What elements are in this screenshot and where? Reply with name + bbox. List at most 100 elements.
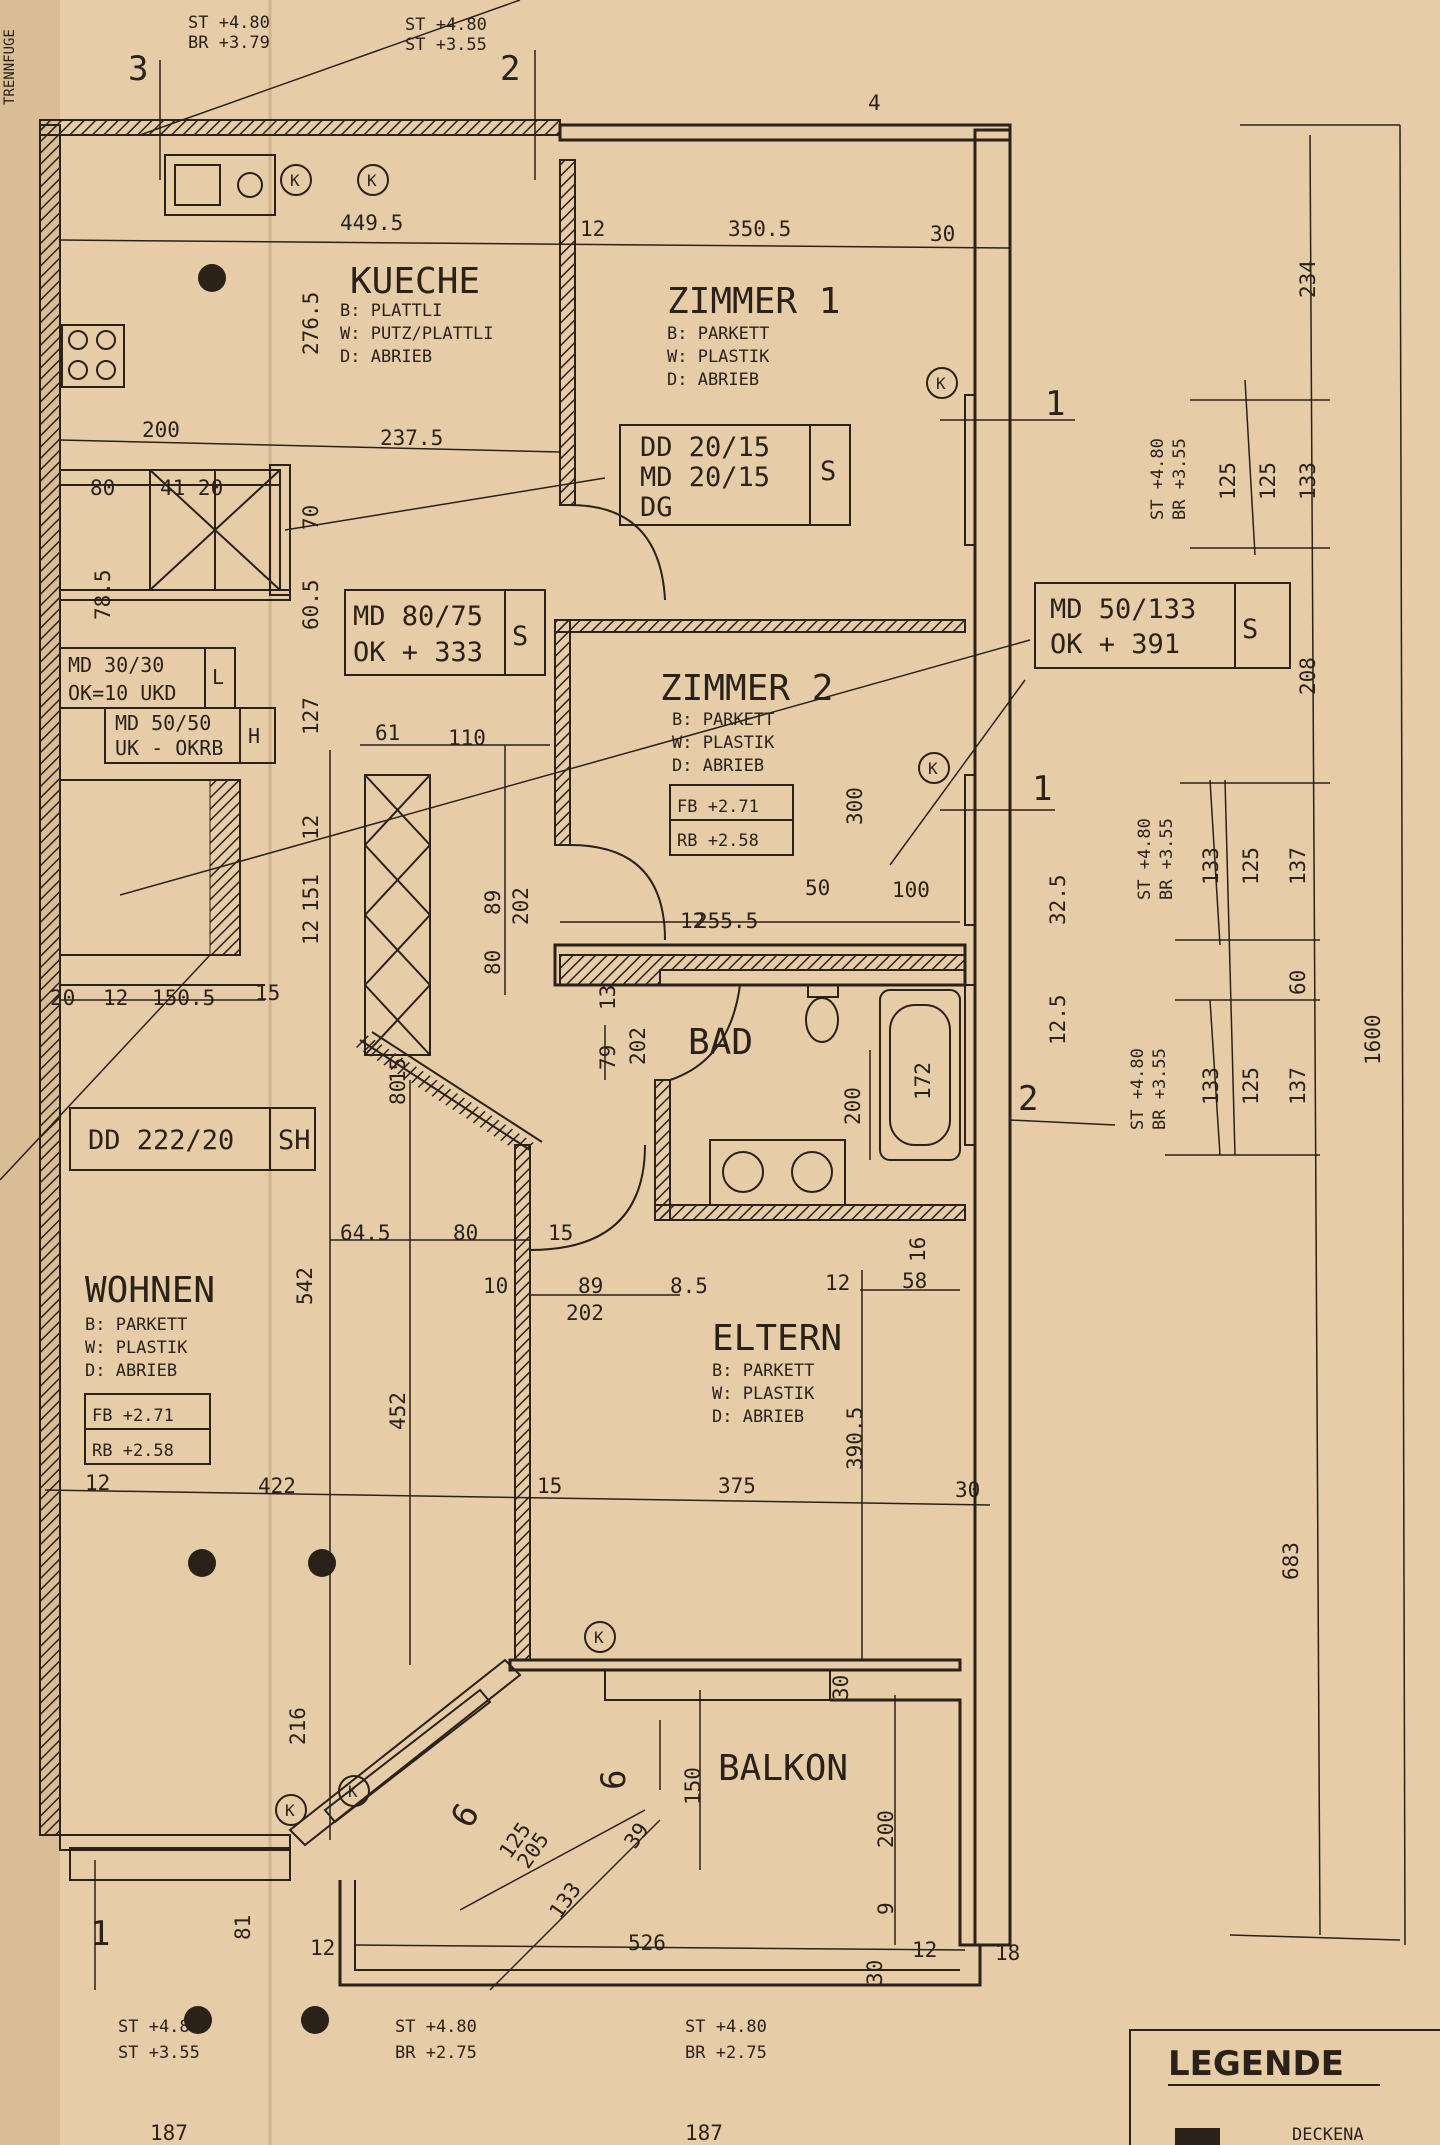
svg-text:125: 125 — [1216, 462, 1240, 500]
svg-text:70: 70 — [299, 505, 323, 530]
svg-text:125: 125 — [1256, 462, 1280, 500]
room-name: BAD — [688, 1022, 753, 1063]
svg-text:12: 12 — [103, 986, 128, 1010]
svg-text:K: K — [928, 759, 938, 778]
svg-text:81: 81 — [231, 1915, 255, 1940]
svg-text:TRENNFUGE: TRENNFUGE — [2, 29, 18, 105]
ceiling-light-icon — [188, 1549, 216, 1577]
svg-text:1: 1 — [1045, 384, 1065, 424]
svg-text:B: PARKETT: B: PARKETT — [672, 710, 774, 730]
svg-text:RB +2.58: RB +2.58 — [677, 831, 759, 851]
ceiling-light-icon — [198, 264, 226, 292]
svg-text:200: 200 — [142, 418, 180, 442]
svg-text:RB +2.58: RB +2.58 — [92, 1441, 174, 1461]
room-name: ELTERN — [712, 1318, 842, 1359]
svg-text:W: PLASTIK: W: PLASTIK — [672, 733, 775, 753]
svg-text:172: 172 — [911, 1062, 935, 1100]
svg-text:ST +4.80: ST +4.80 — [685, 2017, 767, 2037]
svg-text:ST +3.55: ST +3.55 — [405, 35, 487, 55]
svg-text:W: PLASTIK: W: PLASTIK — [85, 1338, 188, 1358]
svg-text:L: L — [212, 665, 224, 689]
svg-text:BR +3.55: BR +3.55 — [1150, 1048, 1170, 1130]
svg-text:UK - OKRB: UK - OKRB — [115, 736, 223, 760]
svg-text:3: 3 — [128, 49, 148, 89]
svg-text:12: 12 — [299, 920, 323, 945]
svg-text:D: ABRIEB: D: ABRIEB — [85, 1361, 177, 1381]
socket-k-icon — [357, 164, 389, 196]
svg-text:12: 12 — [825, 1271, 850, 1295]
room-name: ZIMMER 2 — [660, 668, 833, 709]
svg-text:79: 79 — [596, 1045, 620, 1070]
svg-text:300: 300 — [843, 787, 867, 825]
section-marks: 3 2 1 1 2 1 6 6 — [90, 49, 1065, 1954]
svg-text:208: 208 — [1296, 657, 1320, 695]
svg-text:MD 80/75: MD 80/75 — [353, 601, 483, 632]
svg-text:50: 50 — [805, 876, 830, 900]
ceiling-light-icon — [184, 2006, 212, 2034]
dimension-lines — [0, 0, 1406, 1991]
svg-text:10: 10 — [483, 1274, 508, 1298]
ceiling-light-icon — [308, 1549, 336, 1577]
svg-text:18: 18 — [995, 1941, 1020, 1965]
room-wohnen: WOHNEN B: PARKETT W: PLASTIK D: ABRIEB F… — [84, 1270, 215, 1465]
svg-text:ST +4.80: ST +4.80 — [1148, 438, 1168, 520]
socket-k-icon — [584, 1621, 616, 1653]
svg-text:133: 133 — [1199, 1067, 1223, 1105]
svg-text:32.5: 32.5 — [1046, 874, 1070, 925]
socket-k-icon — [338, 1775, 370, 1807]
svg-text:ST +4.80: ST +4.80 — [395, 2017, 477, 2037]
socket-k-icon — [926, 367, 958, 399]
svg-text:K: K — [290, 171, 300, 190]
svg-text:13: 13 — [596, 985, 620, 1010]
svg-text:64.5: 64.5 — [340, 1221, 391, 1245]
svg-text:B: PLATTLI: B: PLATTLI — [340, 301, 442, 321]
svg-text:30: 30 — [955, 1478, 980, 1502]
svg-text:125: 125 — [1239, 847, 1263, 885]
svg-text:15: 15 — [548, 1221, 573, 1245]
svg-text:OK + 333: OK + 333 — [353, 637, 483, 668]
svg-text:B: PARKETT: B: PARKETT — [85, 1315, 187, 1335]
svg-text:234: 234 — [1296, 260, 1320, 298]
svg-text:30: 30 — [829, 1675, 853, 1700]
svg-text:ST +3.55: ST +3.55 — [118, 2043, 200, 2063]
socket-k-icon — [275, 1794, 307, 1826]
svg-text:K: K — [594, 1628, 604, 1647]
svg-text:1600: 1600 — [1361, 1014, 1385, 1065]
svg-text:BR +3.79: BR +3.79 — [188, 33, 270, 53]
sockets — [275, 164, 958, 1826]
opening-md50-133 — [1034, 582, 1291, 669]
svg-text:100: 100 — [892, 878, 930, 902]
room-name: WOHNEN — [85, 1270, 215, 1311]
svg-text:80: 80 — [90, 476, 115, 500]
svg-text:187: 187 — [150, 2121, 188, 2145]
door-swing-eltern-icon — [529, 1144, 646, 1251]
svg-text:110: 110 — [448, 726, 486, 750]
room-bad: BAD — [688, 1022, 753, 1063]
door-swing-zimmer2-icon — [569, 844, 666, 941]
svg-text:16: 16 — [906, 1237, 930, 1262]
opening-md50-50 — [104, 707, 276, 764]
svg-text:276.5: 276.5 — [299, 292, 323, 355]
room-name: ZIMMER 1 — [667, 281, 840, 322]
svg-text:6: 6 — [594, 1770, 634, 1790]
svg-text:255.5: 255.5 — [695, 909, 758, 933]
svg-text:30: 30 — [863, 1960, 887, 1985]
door-swing-bad-icon — [669, 984, 741, 1081]
svg-text:BR +3.55: BR +3.55 — [1157, 818, 1177, 900]
walls — [39, 119, 1012, 1987]
svg-text:137: 137 — [1286, 1067, 1310, 1105]
svg-text:80: 80 — [481, 950, 505, 975]
svg-text:ST +4.80: ST +4.80 — [1128, 1048, 1148, 1130]
svg-text:D: ABRIEB: D: ABRIEB — [340, 347, 432, 367]
svg-text:H: H — [248, 724, 260, 748]
svg-text:BR +2.75: BR +2.75 — [685, 2043, 767, 2063]
svg-text:12: 12 — [580, 217, 605, 241]
svg-text:58: 58 — [902, 1269, 927, 1293]
svg-text:DG: DG — [640, 492, 673, 523]
svg-text:12: 12 — [680, 909, 705, 933]
svg-text:89: 89 — [481, 890, 505, 915]
svg-text:60: 60 — [1286, 970, 1310, 995]
legend-title: LEGENDE — [1168, 2044, 1344, 2084]
svg-text:K: K — [936, 374, 946, 393]
svg-text:202: 202 — [509, 887, 533, 925]
